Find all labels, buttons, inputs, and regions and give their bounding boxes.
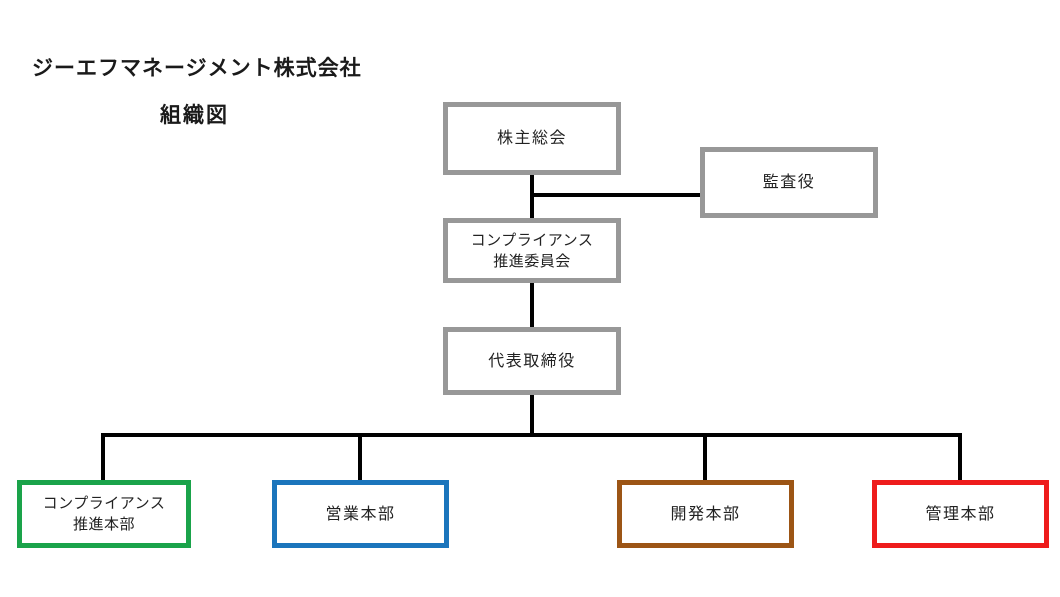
node-label: 株主総会 [496, 130, 567, 147]
connector-to-auditor [532, 193, 702, 197]
node-label-line2: 推進委員会 [493, 252, 571, 270]
company-title: ジーエフマネージメント株式会社 [32, 57, 362, 80]
node-shareholders-meeting: 株主総会 [443, 102, 621, 175]
node-development-division: 開発本部 [617, 480, 794, 548]
connector-director-to-bus [530, 394, 534, 435]
connector-shareholders-to-committee [530, 174, 534, 220]
node-label: 開発本部 [670, 505, 741, 523]
node-label-line2: 推進本部 [72, 516, 135, 533]
chart-subtitle: 組織図 [160, 104, 229, 127]
node-auditor: 監査役 [700, 147, 878, 218]
node-label: 管理本部 [925, 505, 996, 523]
node-label-line1: コンプライアンス [42, 495, 166, 512]
connector-horizontal-bus [101, 433, 962, 437]
node-label: 代表取締役 [488, 352, 576, 370]
connector-committee-to-director [530, 282, 534, 329]
node-compliance-division: コンプライアンス 推進本部 [17, 480, 191, 548]
node-representative-director: 代表取締役 [443, 327, 621, 395]
connector-drop-sales-division [358, 433, 362, 480]
node-compliance-committee: コンプライアンス 推進委員会 [443, 218, 621, 283]
node-label-line1: コンプライアンス [470, 231, 594, 249]
connector-drop-development-division [703, 433, 707, 480]
node-label: 営業本部 [325, 505, 396, 523]
connector-drop-compliance-division [101, 433, 105, 480]
node-administration-division: 管理本部 [872, 480, 1049, 548]
node-label: 監査役 [762, 174, 816, 191]
node-sales-division: 営業本部 [272, 480, 449, 548]
connector-drop-administration-division [958, 433, 962, 480]
